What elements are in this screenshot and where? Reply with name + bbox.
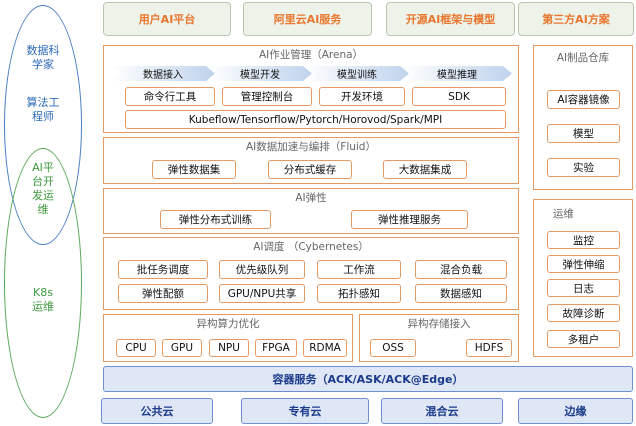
cybernetes-title: AI调度 （Cybernetes） bbox=[253, 241, 369, 253]
role-data-scientist: 数据科 学家 bbox=[10, 44, 76, 72]
cloud-private: 专有云 bbox=[241, 398, 369, 424]
role-line: 数据科 bbox=[26, 44, 60, 57]
role-ai-ops: AI平 台开 发运 维 bbox=[10, 161, 76, 217]
console-button[interactable]: 管理控制台 bbox=[222, 87, 312, 106]
stage-model-train: 模型训练 bbox=[305, 66, 409, 81]
role-line: 算法工 bbox=[26, 96, 60, 109]
frameworks-bar: Kubeflow/Tensorflow/Pytorch/Horovod/Spar… bbox=[125, 110, 506, 129]
ai-elastic-panel: AI弹性 弹性分布式训练 弹性推理服务 bbox=[103, 188, 519, 234]
experiment-button[interactable]: 实验 bbox=[547, 158, 620, 177]
workflow-button[interactable]: 工作流 bbox=[317, 260, 401, 279]
role-line: 台开 bbox=[32, 175, 54, 188]
tab-aliyun-ai-service: 阿里云AI服务 bbox=[243, 2, 372, 36]
compute-title: 异构算力优化 bbox=[196, 318, 260, 330]
stage-data-ingest: 数据接入 bbox=[111, 66, 215, 81]
bigdata-integration-button[interactable]: 大数据集成 bbox=[383, 160, 467, 179]
elastic-inference-button[interactable]: 弹性推理服务 bbox=[351, 210, 468, 229]
stage-model-infer: 模型推理 bbox=[402, 66, 512, 81]
cpu-button[interactable]: CPU bbox=[116, 339, 156, 357]
container-service-bar: 容器服务（ACK/ASK/ACK@Edge） bbox=[103, 366, 633, 392]
oss-button[interactable]: OSS bbox=[370, 339, 416, 357]
storage-panel: 异构存储接入 OSS HDFS bbox=[359, 314, 519, 362]
role-line: 程师 bbox=[32, 110, 54, 123]
cloud-public: 公共云 bbox=[101, 398, 213, 424]
arena-panel: AI作业管理（Arena） 数据接入 模型开发 模型训练 模型推理 命令行工具 … bbox=[103, 45, 519, 133]
tab-user-ai-platform: 用户AI平台 bbox=[103, 2, 231, 36]
cli-tool-button[interactable]: 命令行工具 bbox=[125, 87, 215, 106]
multi-tenant-button[interactable]: 多租户 bbox=[547, 330, 620, 348]
log-button[interactable]: 日志 bbox=[547, 279, 620, 297]
gpu-npu-share-button[interactable]: GPU/NPU共享 bbox=[219, 284, 305, 303]
fpga-button[interactable]: FPGA bbox=[255, 339, 297, 357]
tab-open-source-ai: 开源AI框架与模型 bbox=[386, 2, 515, 36]
k8s-ops-ellipse bbox=[4, 148, 82, 418]
cloud-edge: 边缘 bbox=[518, 398, 633, 424]
role-line: 学家 bbox=[32, 58, 54, 71]
role-line: AI平 bbox=[32, 161, 54, 174]
elastic-dataset-button[interactable]: 弹性数据集 bbox=[152, 160, 236, 179]
npu-button[interactable]: NPU bbox=[209, 339, 249, 357]
rdma-button[interactable]: RDMA bbox=[303, 339, 347, 357]
elastic-training-button[interactable]: 弹性分布式训练 bbox=[160, 210, 271, 229]
sdk-button[interactable]: SDK bbox=[412, 87, 506, 106]
diagnosis-button[interactable]: 故障诊断 bbox=[547, 304, 620, 322]
ops-title: 运维 bbox=[552, 208, 574, 220]
topology-aware-button[interactable]: 拓扑感知 bbox=[317, 284, 401, 303]
batch-scheduling-button[interactable]: 批任务调度 bbox=[118, 260, 208, 279]
fluid-title: AI数据加速与编排（Fluid） bbox=[246, 141, 376, 153]
arena-title: AI作业管理（Arena） bbox=[258, 49, 364, 61]
monitor-button[interactable]: 监控 bbox=[547, 231, 620, 249]
role-line: 发运 bbox=[32, 189, 54, 202]
priority-queue-button[interactable]: 优先级队列 bbox=[219, 260, 305, 279]
model-button[interactable]: 模型 bbox=[547, 124, 620, 143]
gpu-button[interactable]: GPU bbox=[162, 339, 202, 357]
warehouse-panel: AI制品仓库 AI容器镜像 模型 实验 bbox=[533, 45, 633, 190]
fluid-panel: AI数据加速与编排（Fluid） 弹性数据集 分布式缓存 大数据集成 bbox=[103, 137, 519, 184]
compute-panel: 异构算力优化 CPU GPU NPU FPGA RDMA bbox=[103, 314, 353, 362]
role-line: 运维 bbox=[32, 300, 54, 313]
tab-third-party-ai: 第三方AI方案 bbox=[518, 2, 634, 36]
role-k8s-ops: K8s 运维 bbox=[10, 286, 76, 314]
autoscale-button[interactable]: 弹性伸缩 bbox=[547, 255, 620, 273]
mixed-load-button[interactable]: 混合负载 bbox=[415, 260, 507, 279]
stage-model-dev: 模型开发 bbox=[208, 66, 312, 81]
role-line: 维 bbox=[37, 203, 49, 216]
ops-panel: 运维 监控 弹性伸缩 日志 故障诊断 多租户 bbox=[533, 199, 633, 357]
elastic-quota-button[interactable]: 弹性配额 bbox=[118, 284, 208, 303]
warehouse-title: AI制品仓库 bbox=[556, 52, 610, 64]
ai-elastic-title: AI弹性 bbox=[295, 192, 327, 204]
role-algo-engineer: 算法工 程师 bbox=[10, 96, 76, 124]
distributed-cache-button[interactable]: 分布式缓存 bbox=[268, 160, 352, 179]
role-line: K8s bbox=[33, 286, 53, 299]
hdfs-button[interactable]: HDFS bbox=[466, 339, 512, 357]
data-aware-button[interactable]: 数据感知 bbox=[415, 284, 507, 303]
ai-image-button[interactable]: AI容器镜像 bbox=[547, 90, 620, 109]
cybernetes-panel: AI调度 （Cybernetes） 批任务调度 优先级队列 工作流 混合负载 弹… bbox=[103, 237, 519, 310]
dev-env-button[interactable]: 开发环境 bbox=[319, 87, 405, 106]
storage-title: 异构存储接入 bbox=[407, 318, 471, 330]
cloud-hybrid: 混合云 bbox=[381, 398, 503, 424]
